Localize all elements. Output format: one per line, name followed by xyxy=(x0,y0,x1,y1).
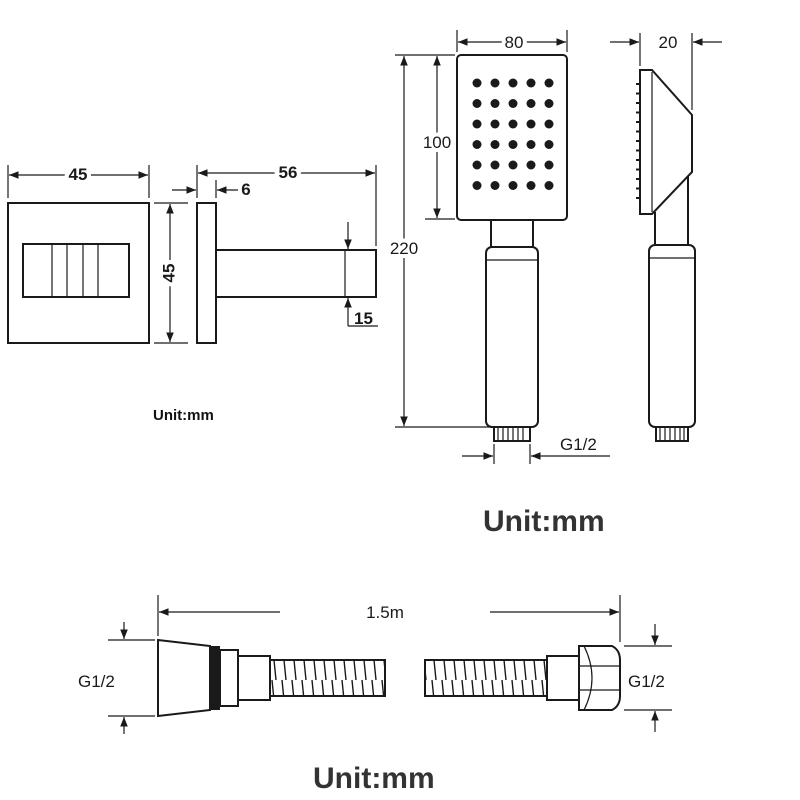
hand-shower-side-view xyxy=(636,69,696,442)
bracket-height-label: 45 xyxy=(159,264,178,283)
bracket-thickness-label: 6 xyxy=(241,180,250,199)
nozzle-dot xyxy=(490,78,500,88)
nozzle-dot xyxy=(472,99,482,108)
bracket-arm-label: 15 xyxy=(354,309,373,328)
hose-unit-label: Unit:mm xyxy=(313,762,435,795)
head-height-label: 100 xyxy=(423,133,451,152)
nozzle-grid xyxy=(472,78,554,190)
nozzle-dot xyxy=(526,99,536,108)
nozzle-dot xyxy=(490,99,500,108)
nozzle-dot xyxy=(544,140,554,149)
nozzle-dot xyxy=(526,78,536,88)
nozzle-dot xyxy=(508,78,518,88)
nozzle-dot xyxy=(508,181,518,190)
nozzle-dot xyxy=(544,78,554,88)
bracket-width-label: 45 xyxy=(69,165,88,184)
nozzle-dot xyxy=(490,160,500,170)
total-height-label: 220 xyxy=(390,239,418,258)
hose-drawing xyxy=(157,638,621,718)
hand-shower-dimensions: 80 20 100 220 G1/2 xyxy=(386,29,722,464)
wall-bracket-side-view xyxy=(196,202,377,344)
nozzle-dot xyxy=(508,119,518,129)
hand-shower-front-view xyxy=(456,54,568,442)
nozzle-dot xyxy=(544,99,554,108)
nozzle-dot xyxy=(472,181,482,190)
nozzle-dot xyxy=(472,78,482,88)
hose-left-thread-label: G1/2 xyxy=(78,672,115,691)
nozzle-dot xyxy=(544,160,554,170)
nozzle-dot xyxy=(508,140,518,149)
nozzle-dot xyxy=(490,181,500,190)
wall-bracket-front-view xyxy=(7,202,150,344)
wall-bracket-dimensions: 45 45 56 6 15 xyxy=(7,159,378,344)
nozzle-dot xyxy=(490,140,500,149)
nozzle-dot xyxy=(526,140,536,149)
nozzle-dot xyxy=(526,160,536,170)
side-depth-label: 20 xyxy=(659,33,678,52)
nozzle-dot xyxy=(472,119,482,129)
nozzle-dot xyxy=(544,119,554,129)
nozzle-dot xyxy=(508,99,518,108)
nozzle-dot xyxy=(526,181,536,190)
hose-dimensions: 1.5m G1/2 G1/2 xyxy=(78,595,672,734)
nozzle-dot xyxy=(526,119,536,129)
nozzle-dot xyxy=(544,181,554,190)
nozzle-dot xyxy=(472,140,482,149)
hose-length-label: 1.5m xyxy=(366,603,404,622)
shower-unit-label: Unit:mm xyxy=(483,505,605,538)
head-width-label: 80 xyxy=(505,33,524,52)
hose-right-thread-label: G1/2 xyxy=(628,672,665,691)
bracket-depth-label: 56 xyxy=(279,163,298,182)
shower-thread-label: G1/2 xyxy=(560,435,597,454)
nozzle-dot xyxy=(508,160,518,170)
nozzle-dot xyxy=(472,160,482,170)
nozzle-dot xyxy=(490,119,500,129)
bracket-unit-label: Unit:mm xyxy=(153,407,214,424)
